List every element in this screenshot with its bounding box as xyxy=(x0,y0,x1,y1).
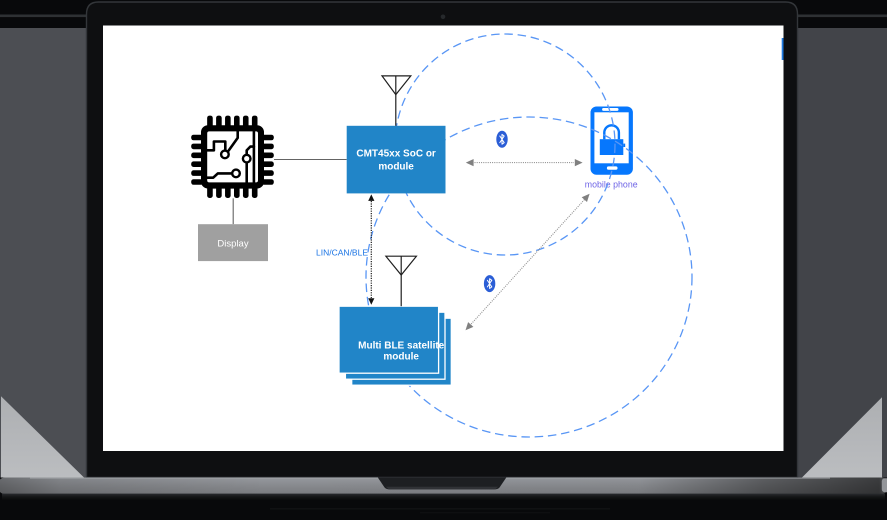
svg-text:LIN/CAN/BLE: LIN/CAN/BLE xyxy=(316,248,368,258)
svg-text:CMT45xx SoC or: CMT45xx SoC or xyxy=(356,148,436,159)
svg-text:mobile phone: mobile phone xyxy=(585,180,638,190)
svg-text:module: module xyxy=(378,161,414,172)
svg-text:module: module xyxy=(383,351,419,362)
svg-text:Multi BLE satellite: Multi BLE satellite xyxy=(358,341,445,352)
svg-text:Display: Display xyxy=(217,238,248,249)
